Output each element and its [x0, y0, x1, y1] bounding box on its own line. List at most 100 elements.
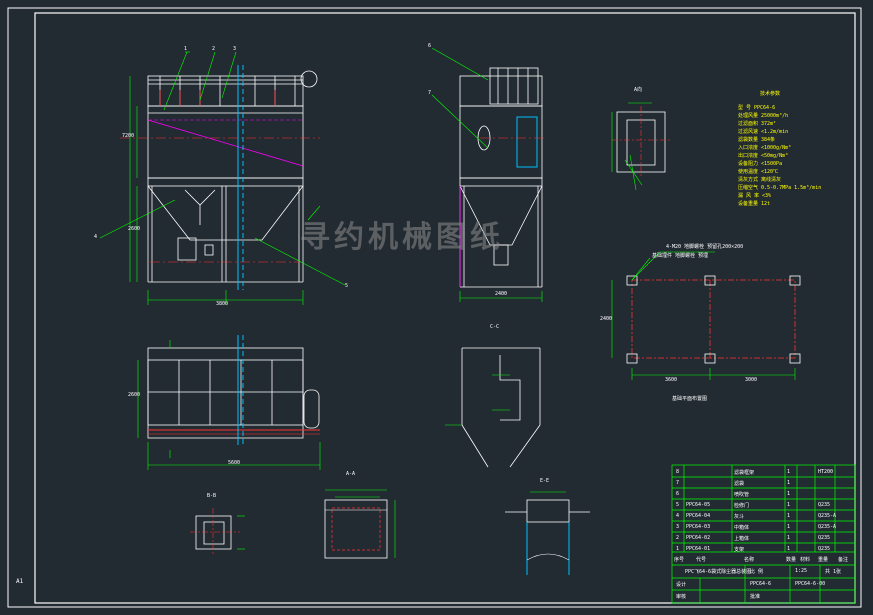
dim-found-b: 3000 — [745, 377, 758, 383]
bom-header-name: 名称 — [744, 557, 755, 563]
bom-cell-qty: 1 — [787, 491, 791, 497]
bom-cell-code: PPC64-02 — [686, 535, 711, 541]
callout-1: 1 — [184, 46, 188, 52]
bom-cell-qty: 1 — [787, 513, 791, 519]
front-view-dimensions — [99, 51, 346, 305]
foundation-note-1: 4-M20 地脚螺栓 预留孔200×200 — [666, 244, 744, 250]
dim-side-width: 2400 — [495, 291, 508, 297]
ee-section — [505, 491, 590, 575]
view-title-a: A向 — [634, 87, 643, 93]
callout-7: 7 — [428, 90, 432, 96]
spec-line: 型 号 PPC64-6 — [738, 105, 776, 111]
bom-cell-code: PPC64-04 — [686, 513, 711, 519]
cc-section — [461, 347, 541, 468]
a-view-dimensions — [611, 102, 652, 191]
bom-cell-no: 3 — [676, 524, 680, 530]
callout-2: 2 — [212, 46, 216, 52]
spec-line: 漏 风 率 <3% — [738, 193, 772, 199]
bom-cell-material: Q235 — [818, 546, 831, 552]
bom-cell-name: 中箱体 — [734, 525, 750, 531]
view-title-bb: B-B — [207, 493, 217, 499]
spec-line: 过滤风速 <1.2m/min — [738, 129, 789, 135]
bom-cell-no: 8 — [676, 469, 680, 475]
view-title-cc: C-C — [490, 324, 500, 330]
spec-line: 出口浓度 <50mg/Nm³ — [738, 153, 789, 159]
dim-plan-width: 5600 — [228, 460, 241, 466]
bom-cell-qty: 1 — [787, 480, 791, 486]
view-title-aa: A-A — [346, 471, 356, 477]
front-view-accents — [120, 65, 320, 290]
a-view-accents — [612, 106, 670, 178]
spec-line: 处理风量 25000m³/h — [738, 113, 789, 119]
cc-dimensions — [445, 374, 510, 426]
foundation-plan — [626, 275, 801, 364]
spec-title: 技术参数 — [760, 91, 781, 97]
dim-left-height: 7200 — [122, 133, 135, 139]
company-name: PPC64-6 — [750, 581, 772, 587]
bom-header-material: 材料 — [800, 557, 811, 563]
drawing-number: PPC64-6-00 — [795, 581, 826, 587]
bom-cell-code: PPC64-05 — [686, 502, 711, 508]
callout-4: 4 — [94, 234, 98, 240]
bom-cell-name: 滤袋 — [734, 481, 745, 487]
bom-cell-name: 喷吹管 — [734, 492, 750, 498]
dim-found-h: 2400 — [600, 316, 613, 322]
bom-cell-no: 5 — [676, 502, 680, 508]
bom-cell-code: PPC64-03 — [686, 524, 711, 530]
bom-cell-no: 6 — [676, 491, 680, 497]
bom-row: 6 喷吹管 1 — [672, 489, 855, 500]
bom-cell-name: 检修门 — [734, 503, 750, 509]
bom-cell-material: Q235-A — [818, 524, 837, 530]
bom-header-weight: 重量 — [818, 557, 829, 563]
approver-label: 批准 — [750, 594, 761, 600]
bom-cell-qty: 1 — [787, 469, 791, 475]
bom-cell-no: 4 — [676, 513, 680, 519]
bom-cell-name: 上箱体 — [734, 536, 750, 542]
bom-row: 5 PPC64-05 检修门 1 Q235 — [672, 500, 855, 511]
spec-block: 技术参数 型 号 PPC64-6 处理风量 25000m³/h 过滤面积 372… — [738, 90, 821, 207]
spec-line: 设备阻力 <1500Pa — [738, 161, 783, 167]
spec-line: 入口浓度 <1000g/Nm³ — [738, 145, 792, 151]
scale-value: 1:25 — [795, 568, 808, 574]
spec-line: 过滤面积 372m² — [738, 121, 777, 127]
front-view — [147, 70, 318, 283]
spec-line: 滤袋数量 384条 — [738, 137, 776, 143]
bom-header: 序号 代号 名称 数量 材料 重量 备注 — [672, 554, 855, 564]
inner-border — [34, 12, 856, 604]
bom-cell-qty: 1 — [787, 535, 791, 541]
checker-label: 审核 — [676, 594, 687, 600]
plan-view-accents — [148, 335, 320, 445]
bom-cell-qty: 1 — [787, 502, 791, 508]
plan-view — [147, 347, 320, 439]
bom-cell-qty: 1 — [787, 546, 791, 552]
designer-label: 设计 — [676, 582, 687, 588]
spec-line: 清灰方式 离线清灰 — [738, 177, 782, 183]
bb-section — [190, 508, 245, 555]
bom-cell-code: PPC64-01 — [686, 546, 711, 552]
scale-label: 比 例 — [750, 569, 764, 575]
outer-border — [7, 7, 862, 608]
sheet-label: 共 1张 — [825, 569, 842, 575]
title-block-frame — [671, 464, 856, 604]
side-view-accents — [459, 116, 545, 287]
bom-cell-material: HT200 — [818, 469, 834, 475]
bom-cell-material: Q235-A — [818, 513, 837, 519]
bom-cell-name: 支架 — [734, 547, 745, 553]
plan-view-dimensions — [137, 340, 321, 470]
callout-6: 6 — [428, 43, 432, 49]
foundation-note-2: 基础埋件 地脚螺栓 预埋 — [652, 253, 709, 259]
side-view-dimensions — [431, 47, 543, 302]
bom-cell-no: 2 — [676, 535, 680, 541]
spec-line: 压缩空气 0.5-0.7MPa 1.5m³/min — [738, 185, 822, 191]
view-title-ee: E-E — [540, 478, 550, 484]
bom-cell-material: Q235 — [818, 535, 831, 541]
bom-cell-material: Q235 — [818, 502, 831, 508]
spec-line: 使用温度 <120℃ — [738, 169, 779, 175]
bom-row: 2 PPC64-02 上箱体 1 Q235 — [672, 533, 855, 544]
